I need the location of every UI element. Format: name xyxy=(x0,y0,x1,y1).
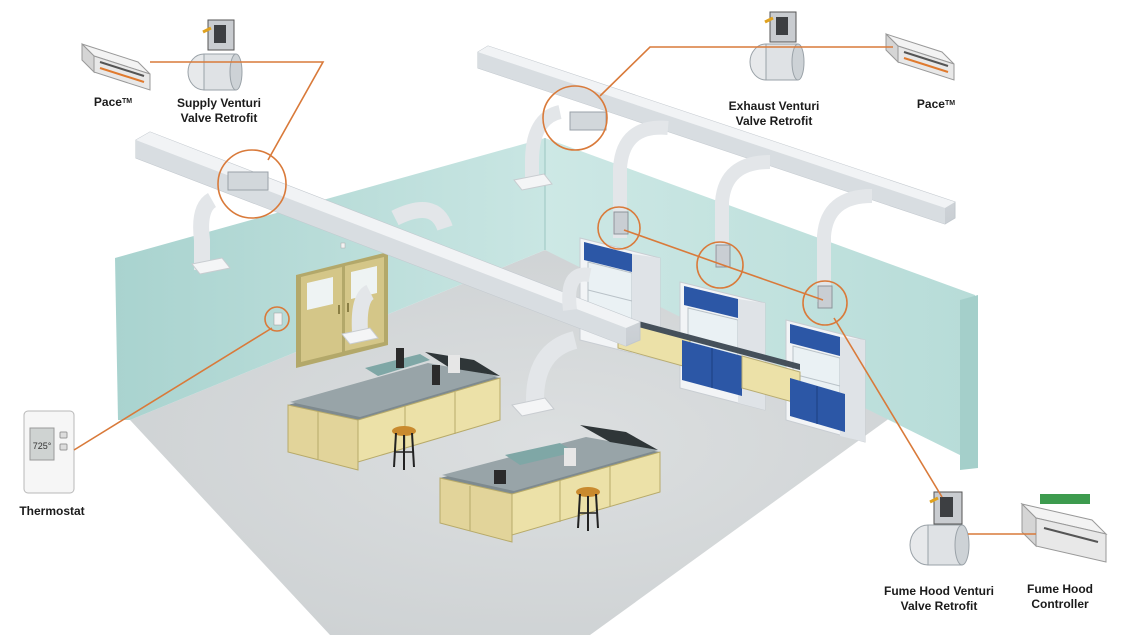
label-supply-venturi-line2: Valve Retrofit xyxy=(180,111,258,125)
lab-island-1 xyxy=(287,348,501,471)
supply-valve-image xyxy=(187,19,243,91)
pace-controller-left-image xyxy=(81,42,151,91)
label-exhaust-venturi-line2: Valve Retrofit xyxy=(735,114,813,128)
label-fume-hood-venturi-line1: Fume Hood Venturi xyxy=(883,584,994,598)
stool-1 xyxy=(392,426,416,470)
double-door xyxy=(296,252,388,368)
label-thermostat: Thermostat xyxy=(12,504,92,519)
callout-line-fumehood xyxy=(833,317,943,498)
back-wall xyxy=(545,138,975,460)
label-fume-hood-controller-line1: Fume Hood xyxy=(1027,582,1093,596)
exhaust-duct xyxy=(477,45,956,309)
label-pace-right-tm: TM xyxy=(944,100,956,107)
label-fume-hood-controller: Fume Hood Controller xyxy=(1020,582,1100,612)
supply-duct xyxy=(135,131,641,417)
pace-controller-right-image xyxy=(885,32,955,81)
wall-thermostat xyxy=(273,312,283,326)
label-pace-left-text: Pace xyxy=(93,95,122,109)
stool-2 xyxy=(576,487,600,531)
fume-hood-controller-image xyxy=(1020,494,1108,563)
callout-circle-exhaust xyxy=(542,85,608,151)
label-fume-hood-venturi: Fume Hood Venturi Valve Retrofit xyxy=(880,584,998,614)
callout-line-exhaust xyxy=(599,46,893,97)
callout-circle-supply xyxy=(217,149,287,219)
label-exhaust-venturi-line1: Exhaust Venturi xyxy=(728,99,820,113)
callout-line-thermostat xyxy=(73,327,273,451)
callout-line-hood-chain xyxy=(623,229,824,301)
label-supply-venturi: Supply Venturi Valve Retrofit xyxy=(163,96,275,126)
label-pace-left: PaceTM xyxy=(83,95,143,110)
back-counter xyxy=(612,314,845,432)
callout-circle-hood3 xyxy=(802,280,848,326)
right-wall-edge xyxy=(960,295,978,470)
callout-lines xyxy=(73,46,1036,535)
label-thermostat-text: Thermostat xyxy=(19,504,85,518)
label-fume-hood-venturi-line2: Valve Retrofit xyxy=(900,599,978,613)
exhaust-valve-image xyxy=(749,11,805,81)
callout-line-supply xyxy=(150,61,325,161)
callout-circle-hood2 xyxy=(696,241,744,289)
thermostat-display: 725° xyxy=(33,441,52,451)
label-fume-hood-controller-line2: Controller xyxy=(1031,597,1089,611)
callout-circle-thermostat xyxy=(264,306,290,332)
thermostat-image: 725° xyxy=(23,410,75,494)
label-pace-right-text: Pace xyxy=(916,97,945,111)
label-pace-left-tm: TM xyxy=(121,98,133,105)
label-pace-right: PaceTM xyxy=(906,97,966,112)
label-exhaust-venturi: Exhaust Venturi Valve Retrofit xyxy=(716,99,832,129)
callout-circle-hood1 xyxy=(597,206,641,250)
label-supply-venturi-line1: Supply Venturi xyxy=(176,96,261,110)
callout-circles xyxy=(217,85,848,332)
fume-hood-valve-image xyxy=(909,491,970,566)
